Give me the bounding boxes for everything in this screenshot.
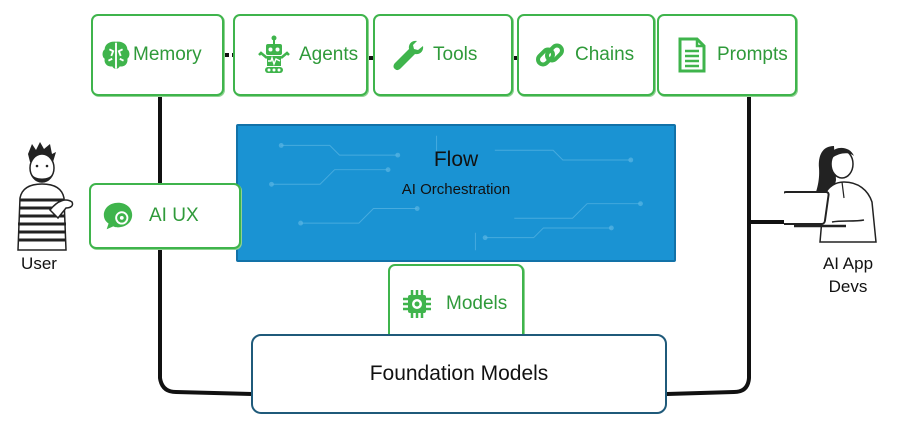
devs-label-line1: AI App	[822, 254, 874, 273]
ai-ux-label: AI UX	[149, 205, 199, 226]
flow-title: Flow	[433, 148, 479, 171]
foundation-models-label: Foundation Models	[369, 362, 549, 385]
memory-box: Memory	[91, 14, 224, 96]
agents-label: Agents	[299, 44, 359, 65]
user-illustration	[17, 142, 74, 251]
models-label: Models	[446, 293, 508, 314]
chains-box: Chains	[517, 14, 655, 96]
flow-box: Flow AI Orchestration	[236, 124, 676, 262]
prompts-label: Prompts	[717, 44, 788, 65]
foundation-models-box: Foundation Models	[251, 334, 667, 414]
agents-box: Agents	[233, 14, 368, 96]
models-box: Models	[388, 264, 524, 344]
memory-label: Memory	[133, 44, 202, 65]
prompts-box: Prompts	[657, 14, 797, 96]
circuit-pattern	[269, 135, 643, 251]
robot-icon	[257, 35, 291, 73]
tools-box: Tools	[373, 14, 513, 96]
chains-label: Chains	[575, 44, 635, 65]
chip-icon	[400, 287, 434, 321]
devs-label-line2: Devs	[828, 277, 868, 296]
brain-icon	[99, 38, 133, 72]
document-icon	[675, 37, 709, 73]
left-connector	[158, 94, 254, 396]
right-connector	[665, 94, 751, 396]
devs-label: AI App Devs	[808, 252, 888, 298]
developer-illustration	[784, 146, 877, 243]
ai-ux-box: AI UX	[89, 183, 241, 249]
user-label: User	[21, 254, 57, 273]
flow-subtitle: AI Orchestration	[401, 181, 511, 198]
chain-link-icon	[533, 38, 567, 72]
wrench-icon	[391, 38, 425, 72]
chat-gear-icon	[101, 199, 135, 233]
tools-label: Tools	[433, 44, 478, 65]
